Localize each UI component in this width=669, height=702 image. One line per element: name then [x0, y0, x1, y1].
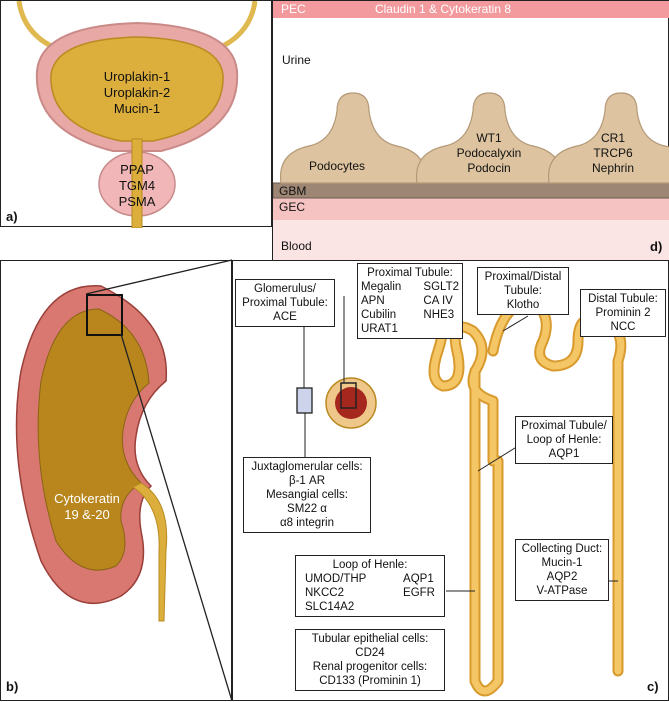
panel-d: PEC Claudin 1 & Cytokeratin 8 Urine Podo…	[272, 0, 669, 261]
podocyte-marker-trcp6: TRCP6	[593, 146, 633, 160]
prostate-marker-3: PSMA	[118, 194, 156, 209]
henle-marker: NKCC2	[305, 587, 344, 599]
distal-line-3: NCC	[610, 321, 636, 333]
proximal-marker: SGLT2	[423, 281, 459, 293]
prostate-marker-2: TGM4	[118, 178, 156, 193]
glomerulus-box-line-1: Glomerulus/	[254, 283, 316, 295]
epithelial-line-2: CD24	[355, 647, 385, 659]
panel-c-label: c)	[647, 679, 659, 694]
kidney-marker-2: 19 &-20	[64, 507, 110, 522]
distal-line-2: Prominin 2	[595, 307, 651, 319]
urine-label: Urine	[282, 53, 311, 67]
glomerulus-box-line-2: Proximal Tubule:	[242, 297, 328, 309]
gbm-label: GBM	[279, 184, 307, 198]
prox-distal-line-2: Tubule:	[504, 285, 542, 297]
henle-marker: SLC14A2	[305, 601, 355, 613]
glomerulus-marker-box: Glomerulus/ Proximal Tubule: ACE	[235, 279, 335, 327]
collecting-line-3: AQP2	[546, 571, 578, 583]
panel-a: Uroplakin-1 Uroplakin-2 Mucin-1 PPAP TGM…	[0, 0, 272, 228]
prox-distal-line-1: Proximal/Distal	[484, 271, 562, 283]
loop-prox-line-2: Loop of Henle:	[526, 434, 602, 446]
loop-of-henle-marker-box: Loop of Henle: UMOD/THP NKCC2 SLC14A2 AQ…	[295, 555, 445, 617]
panel-c: Glomerulus/ Proximal Tubule: ACE Proxima…	[232, 260, 669, 701]
epithelial-line-4: CD133 (Prominin 1)	[319, 675, 421, 687]
proximal-marker: NHE3	[423, 309, 455, 321]
bladder-marker-1: Uroplakin-1	[103, 69, 171, 84]
pec-label: PEC	[281, 2, 306, 16]
henle-box-title: Loop of Henle:	[332, 559, 408, 571]
jg-line-2: β-1 AR	[288, 475, 325, 487]
epithelial-line-3: Renal progenitor cells:	[312, 661, 428, 673]
collecting-duct-marker-box: Collecting Duct: Mucin-1 AQP2 V-ATPase	[515, 539, 609, 601]
kidney-illustration	[15, 285, 168, 622]
proximal-distal-marker-box: Proximal/Distal Tubule: Klotho	[477, 267, 569, 315]
podocyte-marker-wt1: WT1	[476, 131, 502, 145]
kidney-marker-1: Cytokeratin	[54, 491, 120, 506]
henle-marker: UMOD/THP	[305, 573, 367, 585]
proximal-tubule-marker-box: Proximal Tubule: Megalin APN Cubilin URA…	[357, 263, 463, 339]
proximal-marker: URAT1	[361, 323, 398, 335]
bladder-marker-3: Mucin-1	[113, 101, 161, 116]
loop-prox-line-1: Proximal Tubule/	[521, 420, 607, 432]
collecting-line-4: V-ATPase	[536, 585, 588, 597]
panel-b-label: b)	[6, 679, 19, 694]
distal-tubule-marker-box: Distal Tubule: Prominin 2 NCC	[580, 289, 666, 337]
bladder-illustration	[16, 1, 258, 228]
pec-markers: Claudin 1 & Cytokeratin 8	[374, 2, 512, 16]
epithelial-line-1: Tubular epithelial cells:	[311, 633, 429, 645]
gec-label: GEC	[279, 200, 306, 214]
proximal-marker: Megalin	[361, 281, 402, 293]
prostate-marker-1: PPAP	[120, 162, 154, 177]
distal-line-1: Distal Tubule:	[588, 293, 658, 305]
collecting-line-1: Collecting Duct:	[521, 543, 603, 555]
henle-marker: EGFR	[403, 587, 435, 599]
loop-proximal-marker-box: Proximal Tubule/ Loop of Henle: AQP1	[515, 416, 613, 464]
henle-marker: AQP1	[403, 573, 434, 585]
podocytes-label: Podocytes	[308, 159, 366, 173]
podocyte-marker-cr1: CR1	[600, 131, 625, 145]
panel-a-label: a)	[6, 209, 18, 224]
jg-line-5: α8 integrin	[280, 517, 334, 529]
panel-d-label: d)	[650, 239, 663, 254]
loop-prox-line-3: AQP1	[548, 448, 580, 460]
proximal-box-title: Proximal Tubule:	[367, 267, 453, 279]
panel-b: Cytokeratin 19 &-20 b)	[0, 260, 232, 701]
podocyte-marker-nephrin: Nephrin	[591, 161, 635, 175]
blood-label: Blood	[281, 239, 312, 253]
proximal-marker: APN	[361, 295, 385, 307]
podocyte-marker-podocin: Podocin	[467, 161, 511, 175]
jg-line-1: Juxtaglomerular cells:	[251, 461, 363, 473]
podocyte-marker-podocalyxin: Podocalyxin	[456, 146, 522, 160]
jg-line-4: SM22 α	[287, 503, 327, 515]
glomerular-filtration-barrier-illustration	[273, 1, 669, 261]
prox-distal-line-3: Klotho	[506, 299, 540, 311]
proximal-marker: CA IV	[423, 295, 453, 307]
juxtaglomerular-marker-box: Juxtaglomerular cells: β-1 AR Mesangial …	[243, 457, 371, 533]
epithelial-progenitor-marker-box: Tubular epithelial cells: CD24 Renal pro…	[295, 629, 445, 691]
glomerulus-box-line-3: ACE	[273, 311, 297, 323]
collecting-line-2: Mucin-1	[541, 557, 583, 569]
proximal-marker: Cubilin	[361, 309, 397, 321]
bladder-marker-2: Uroplakin-2	[103, 85, 171, 100]
jg-line-3: Mesangial cells:	[266, 489, 348, 501]
